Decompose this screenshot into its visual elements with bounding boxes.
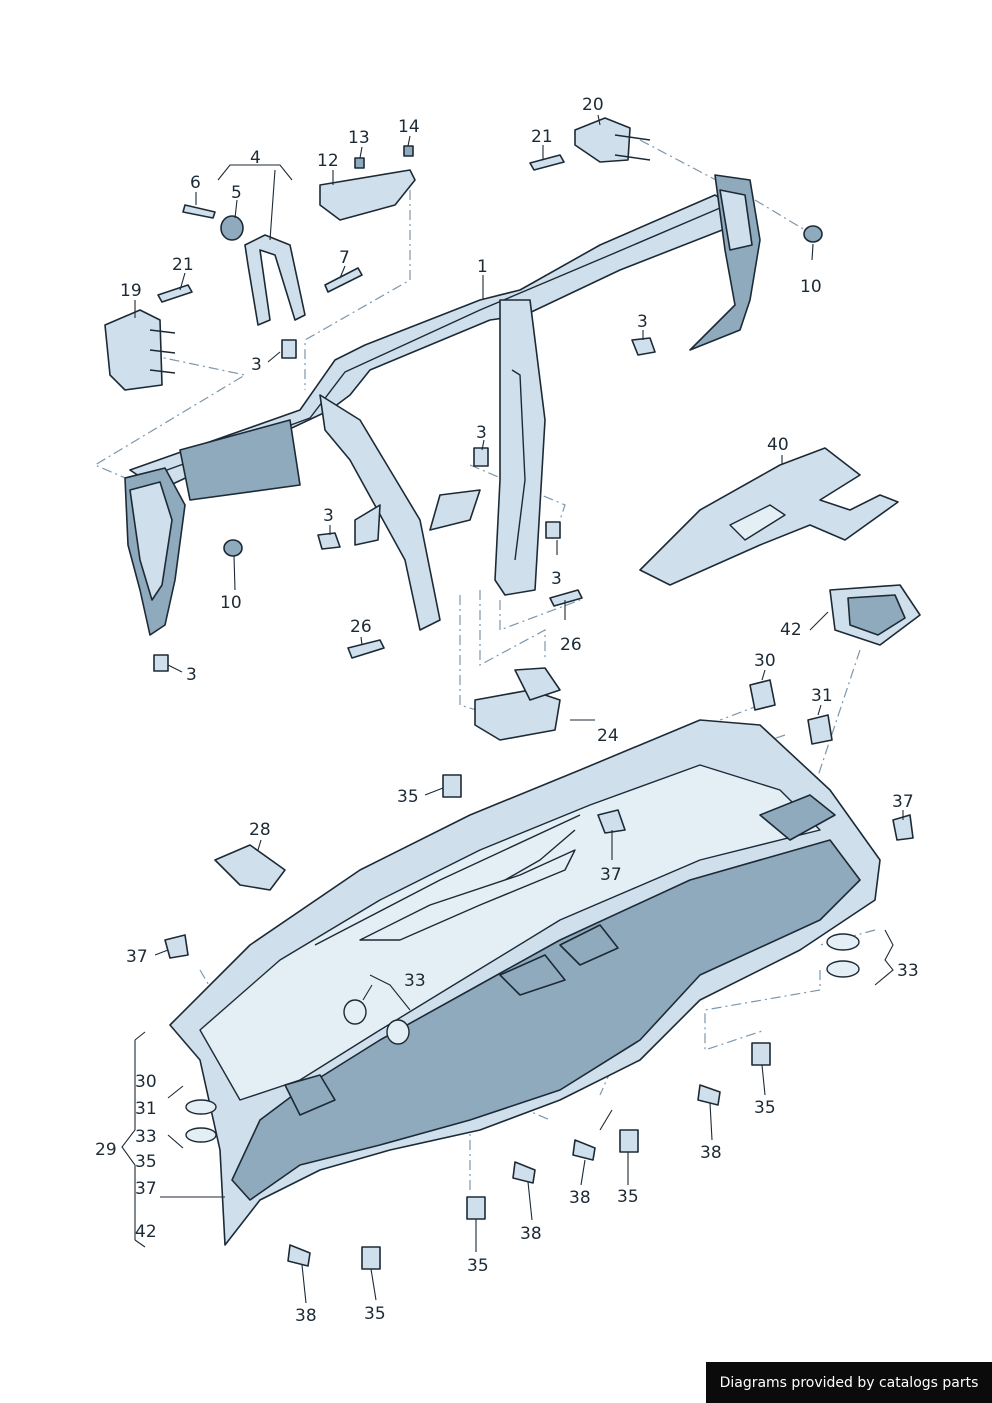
cross-car-beam — [124, 174, 761, 741]
clip-30 — [749, 679, 776, 711]
callout-35-a: 35 — [397, 787, 419, 807]
group29-member-33: 33 — [135, 1127, 157, 1147]
group29-member-35: 35 — [135, 1152, 157, 1172]
callout-38-d: 38 — [295, 1306, 317, 1326]
callout-29: 29 — [95, 1140, 117, 1160]
callout-12: 12 — [317, 151, 339, 171]
callout-4: 4 — [250, 148, 261, 168]
callout-19: 19 — [120, 281, 142, 301]
group29-member-37: 37 — [135, 1179, 157, 1199]
callout-14: 14 — [398, 117, 420, 137]
callout-37-c: 37 — [126, 947, 148, 967]
dashboard-panel — [169, 719, 881, 1246]
callout-38-c: 38 — [520, 1224, 542, 1244]
callout-35-d: 35 — [467, 1256, 489, 1276]
callout-35-c: 35 — [617, 1187, 639, 1207]
leader-lines — [121, 114, 904, 1304]
callout-35-e: 35 — [364, 1304, 386, 1324]
footer-credit-text: Diagrams provided by catalogs parts — [719, 1374, 979, 1391]
callout-26-left: 26 — [350, 617, 372, 637]
callout-37-a: 37 — [892, 792, 914, 812]
callout-21-right: 21 — [531, 127, 553, 147]
callout-33-right: 33 — [897, 961, 919, 981]
group29-member-31: 31 — [135, 1099, 157, 1119]
callout-1: 1 — [477, 257, 488, 277]
callout-13: 13 — [348, 128, 370, 148]
callout-37-b: 37 — [600, 865, 622, 885]
callout-10-right: 10 — [800, 277, 822, 297]
callout-6: 6 — [190, 173, 201, 193]
callout-labels: 1 4 5 6 7 12 13 14 19 20 21 21 10 10 3 3… — [95, 95, 919, 1326]
group29-member-30: 30 — [135, 1072, 157, 1092]
callout-35-b: 35 — [754, 1098, 776, 1118]
callout-3-d: 3 — [323, 506, 334, 526]
callout-28: 28 — [249, 820, 271, 840]
bracket-28 — [214, 844, 286, 891]
callout-24: 24 — [597, 726, 619, 746]
callout-3-e: 3 — [551, 569, 562, 589]
callout-38-a: 38 — [700, 1143, 722, 1163]
insulation-pad-cutout — [729, 504, 786, 541]
callout-30: 30 — [754, 651, 776, 671]
air-vent — [829, 584, 921, 646]
callout-7: 7 — [339, 248, 350, 268]
callout-3-c: 3 — [476, 423, 487, 443]
callout-38-b: 38 — [569, 1188, 591, 1208]
footer-credit-banner: Diagrams provided by catalogs parts — [706, 1362, 992, 1403]
callout-26-right: 26 — [560, 635, 582, 655]
callout-5: 5 — [231, 183, 242, 203]
callout-40: 40 — [767, 435, 789, 455]
group29-member-42: 42 — [135, 1222, 157, 1242]
callout-3-a: 3 — [251, 355, 262, 375]
callout-21-left: 21 — [172, 255, 194, 275]
callout-31: 31 — [811, 686, 833, 706]
callout-3-f: 3 — [186, 665, 197, 685]
clip-31 — [807, 714, 833, 745]
callout-33-center: 33 — [404, 971, 426, 991]
lower-fasteners — [164, 774, 914, 1270]
callout-3-b: 3 — [637, 312, 648, 332]
callout-42: 42 — [780, 620, 802, 640]
brackets-and-fasteners — [104, 117, 823, 672]
callout-10-left: 10 — [220, 593, 242, 613]
callout-20: 20 — [582, 95, 604, 115]
